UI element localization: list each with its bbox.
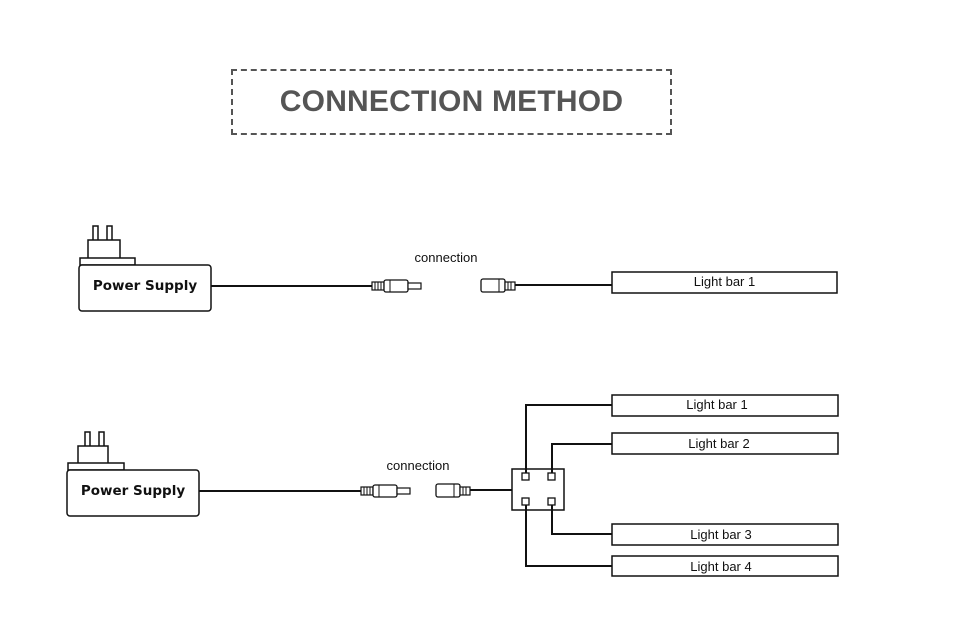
plug-icon [79, 225, 136, 266]
page-title: CONNECTION METHOD [279, 85, 624, 118]
light-bar-2: Light bar 2 [611, 432, 839, 455]
diagram-single: Power Supply connection Light bar 1 [78, 225, 838, 312]
cable [551, 443, 612, 473]
power-supply-body [66, 469, 200, 517]
female-dc-connector-icon [435, 483, 471, 498]
light-bar-4: Light bar 4 [611, 555, 839, 577]
splitter-box [511, 468, 565, 511]
diagram-splitter: Power Supply connection [66, 394, 839, 577]
male-dc-connector-icon [360, 484, 411, 498]
power-supply-1: Power Supply [78, 225, 212, 312]
power-supply-2: Power Supply [66, 431, 200, 517]
light-bar-3: Light bar 3 [611, 523, 839, 546]
power-supply-label: Power Supply [93, 278, 197, 294]
light-bar-1: Light bar 1 [611, 394, 839, 417]
light-bar-label: Light bar 1 [686, 397, 747, 412]
cable [525, 505, 612, 567]
light-bar-label: Light bar 3 [690, 527, 751, 542]
light-bar-label: Light bar 1 [694, 274, 755, 289]
light-bar-label: Light bar 2 [688, 436, 749, 451]
light-bar-1: Light bar 1 [611, 271, 838, 294]
connection-label: connection [387, 458, 450, 473]
cable [525, 404, 612, 473]
power-supply-body [78, 264, 212, 312]
connection-label: connection [415, 250, 478, 265]
power-supply-label: Power Supply [81, 483, 185, 499]
female-dc-connector-icon [480, 278, 516, 293]
light-bar-label: Light bar 4 [690, 559, 751, 574]
title-box: CONNECTION METHOD [231, 69, 672, 135]
plug-icon [67, 431, 125, 471]
cable [551, 505, 612, 535]
male-dc-connector-icon [371, 279, 422, 293]
